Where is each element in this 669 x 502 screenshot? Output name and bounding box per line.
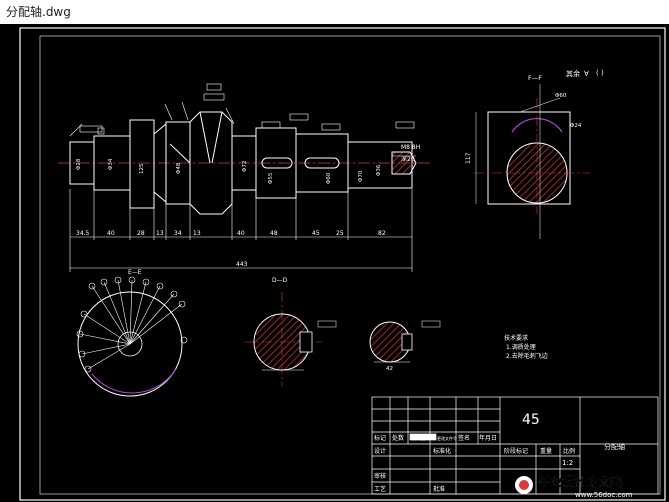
tb-weight: 重量 — [540, 447, 552, 455]
window-titlebar: 分配轴.dwg — [0, 0, 669, 24]
dim-overall: 443 — [236, 261, 248, 268]
roughness-paren: ( ) — [596, 69, 604, 77]
section-dd-label: D—D — [272, 277, 288, 284]
cad-canvas[interactable]: 34.5 40 28 13 34 13 40 48 45 25 82 443 Φ… — [0, 24, 669, 502]
diameter-label: Φ55 — [268, 172, 274, 184]
thread-label: M8 8H — [401, 144, 420, 151]
dimension-texts: 34.5 40 28 13 34 13 40 48 45 25 82 443 — [76, 230, 386, 268]
tb-header-zone: 分 区 — [412, 434, 426, 442]
dim-seg-3: 28 — [137, 230, 145, 237]
roughness-note: 其余 ∀ ( ) — [566, 69, 604, 78]
notes-title: 技术要求 — [504, 334, 528, 342]
ff-leader-2 — [519, 97, 561, 113]
section-ff-label: F—F — [528, 74, 542, 82]
section-dd[interactable]: D—D 42 — [244, 277, 441, 386]
dim-seg-8: 48 — [270, 230, 278, 237]
diameter-label: Φ70 — [358, 170, 364, 182]
ee-arc-highlight — [91, 368, 177, 394]
section-ff[interactable]: F—F 117 Φ24 Φ60 — [465, 74, 590, 239]
dim-seg-1: 34.5 — [76, 230, 90, 237]
diameter-label: Φ28 — [76, 158, 82, 170]
tb-header-sign: 签名 — [458, 434, 470, 442]
dimension-chain — [69, 189, 413, 272]
technical-notes: 技术要求 1.调质处理 2.去除毛刺飞边 — [504, 334, 548, 360]
tb-row-design: 设计 — [374, 447, 386, 455]
dim-seg-9: 45 — [312, 230, 320, 237]
watermark-cn: 毕业设计论文网 — [538, 474, 622, 489]
tb-row-process: 工艺 — [374, 485, 386, 493]
dim-seg-11: 82 — [378, 230, 386, 237]
dim-seg-10: 25 — [336, 230, 344, 237]
diameter-label: Φ48 — [176, 162, 182, 174]
tb-header-date: 年月日 — [479, 434, 497, 442]
cone-line-3 — [169, 143, 191, 164]
section-ff-dim-right: Φ24 — [570, 123, 582, 129]
drawing-sheet[interactable]: 34.5 40 28 13 34 13 40 48 45 25 82 443 Φ… — [0, 24, 669, 502]
tb-row-review: 审核 — [374, 472, 386, 480]
keyway-1 — [261, 157, 293, 169]
thread-depth: 深20 — [401, 155, 415, 163]
inner-frame — [39, 35, 661, 495]
diameter-label: 125 — [139, 163, 145, 174]
dim-seg-5: 34 — [174, 230, 182, 237]
section-ee-label: E—E — [128, 269, 142, 276]
dd-keyway-2 — [401, 333, 413, 351]
roughness-label: 其余 — [566, 69, 580, 78]
tb-standard: 标准化 — [433, 447, 451, 455]
tb-material: 45 — [522, 412, 540, 428]
diameter-label: Φ34 — [108, 158, 114, 170]
section-ee[interactable]: E—E — [76, 269, 188, 397]
tb-scale-value: 1:2 — [562, 459, 573, 467]
section-ff-dim-height: 117 — [465, 152, 472, 164]
tb-approve: 批准 — [433, 485, 445, 493]
tb-header-file: 更改文件号 — [437, 435, 457, 441]
title-block-texts: 45 分配轴 标记 处数 分 区 更改文件号 签名 年月日 设计 标准化 审核 … — [374, 412, 625, 493]
section-ff-box — [487, 111, 571, 205]
notes-item-2: 2.去除毛刺飞边 — [506, 352, 548, 360]
diameter-label: Φ72 — [242, 161, 248, 172]
tolerance-frames — [69, 83, 415, 137]
diameter-label: Φ60 — [326, 172, 332, 184]
diameter-label: Φ36 — [376, 164, 382, 176]
section-dd-dim-bottom: 42 — [386, 366, 393, 372]
dd-tol-1 — [317, 320, 337, 328]
dim-seg-6: 13 — [193, 230, 201, 237]
dd-keyway-1 — [299, 331, 313, 353]
tb-header-count: 处数 — [392, 434, 404, 442]
cone-line-1 — [199, 111, 211, 164]
tb-part-name: 分配轴 — [604, 442, 625, 451]
window-title: 分配轴.dwg — [6, 5, 71, 19]
watermark: 毕业设计论文网 www.56doc.com — [515, 474, 633, 499]
outer-frame — [19, 27, 666, 501]
section-ff-dim-top: Φ60 — [555, 93, 567, 99]
dim-seg-7: 40 — [237, 230, 245, 237]
keyway-2 — [304, 157, 340, 169]
notes-item-1: 1.调质处理 — [506, 343, 536, 351]
thread-hole — [391, 151, 417, 175]
ee-rays — [79, 279, 183, 370]
tb-stage-mark: 阶段标记 — [504, 447, 528, 455]
shaft-main-view[interactable] — [58, 111, 430, 215]
tb-header-mark: 标记 — [374, 434, 386, 442]
ee-inner-circle — [117, 331, 143, 357]
cone-line-2 — [211, 111, 223, 164]
dim-seg-2: 40 — [107, 230, 115, 237]
diameter-labels: Φ28 Φ34 125 Φ48 Φ72 Φ55 Φ60 Φ70 Φ36 M8 8… — [76, 144, 420, 184]
tb-scale-label: 比例 — [563, 447, 575, 455]
ee-outer-circle — [77, 291, 183, 397]
dim-seg-4: 13 — [156, 230, 164, 237]
title-block[interactable] — [371, 396, 659, 495]
roughness-symbol: ∀ — [584, 70, 589, 78]
dd-tol-2 — [421, 320, 441, 328]
watermark-url: www.56doc.com — [575, 491, 633, 499]
ee-bubbles — [76, 276, 188, 373]
